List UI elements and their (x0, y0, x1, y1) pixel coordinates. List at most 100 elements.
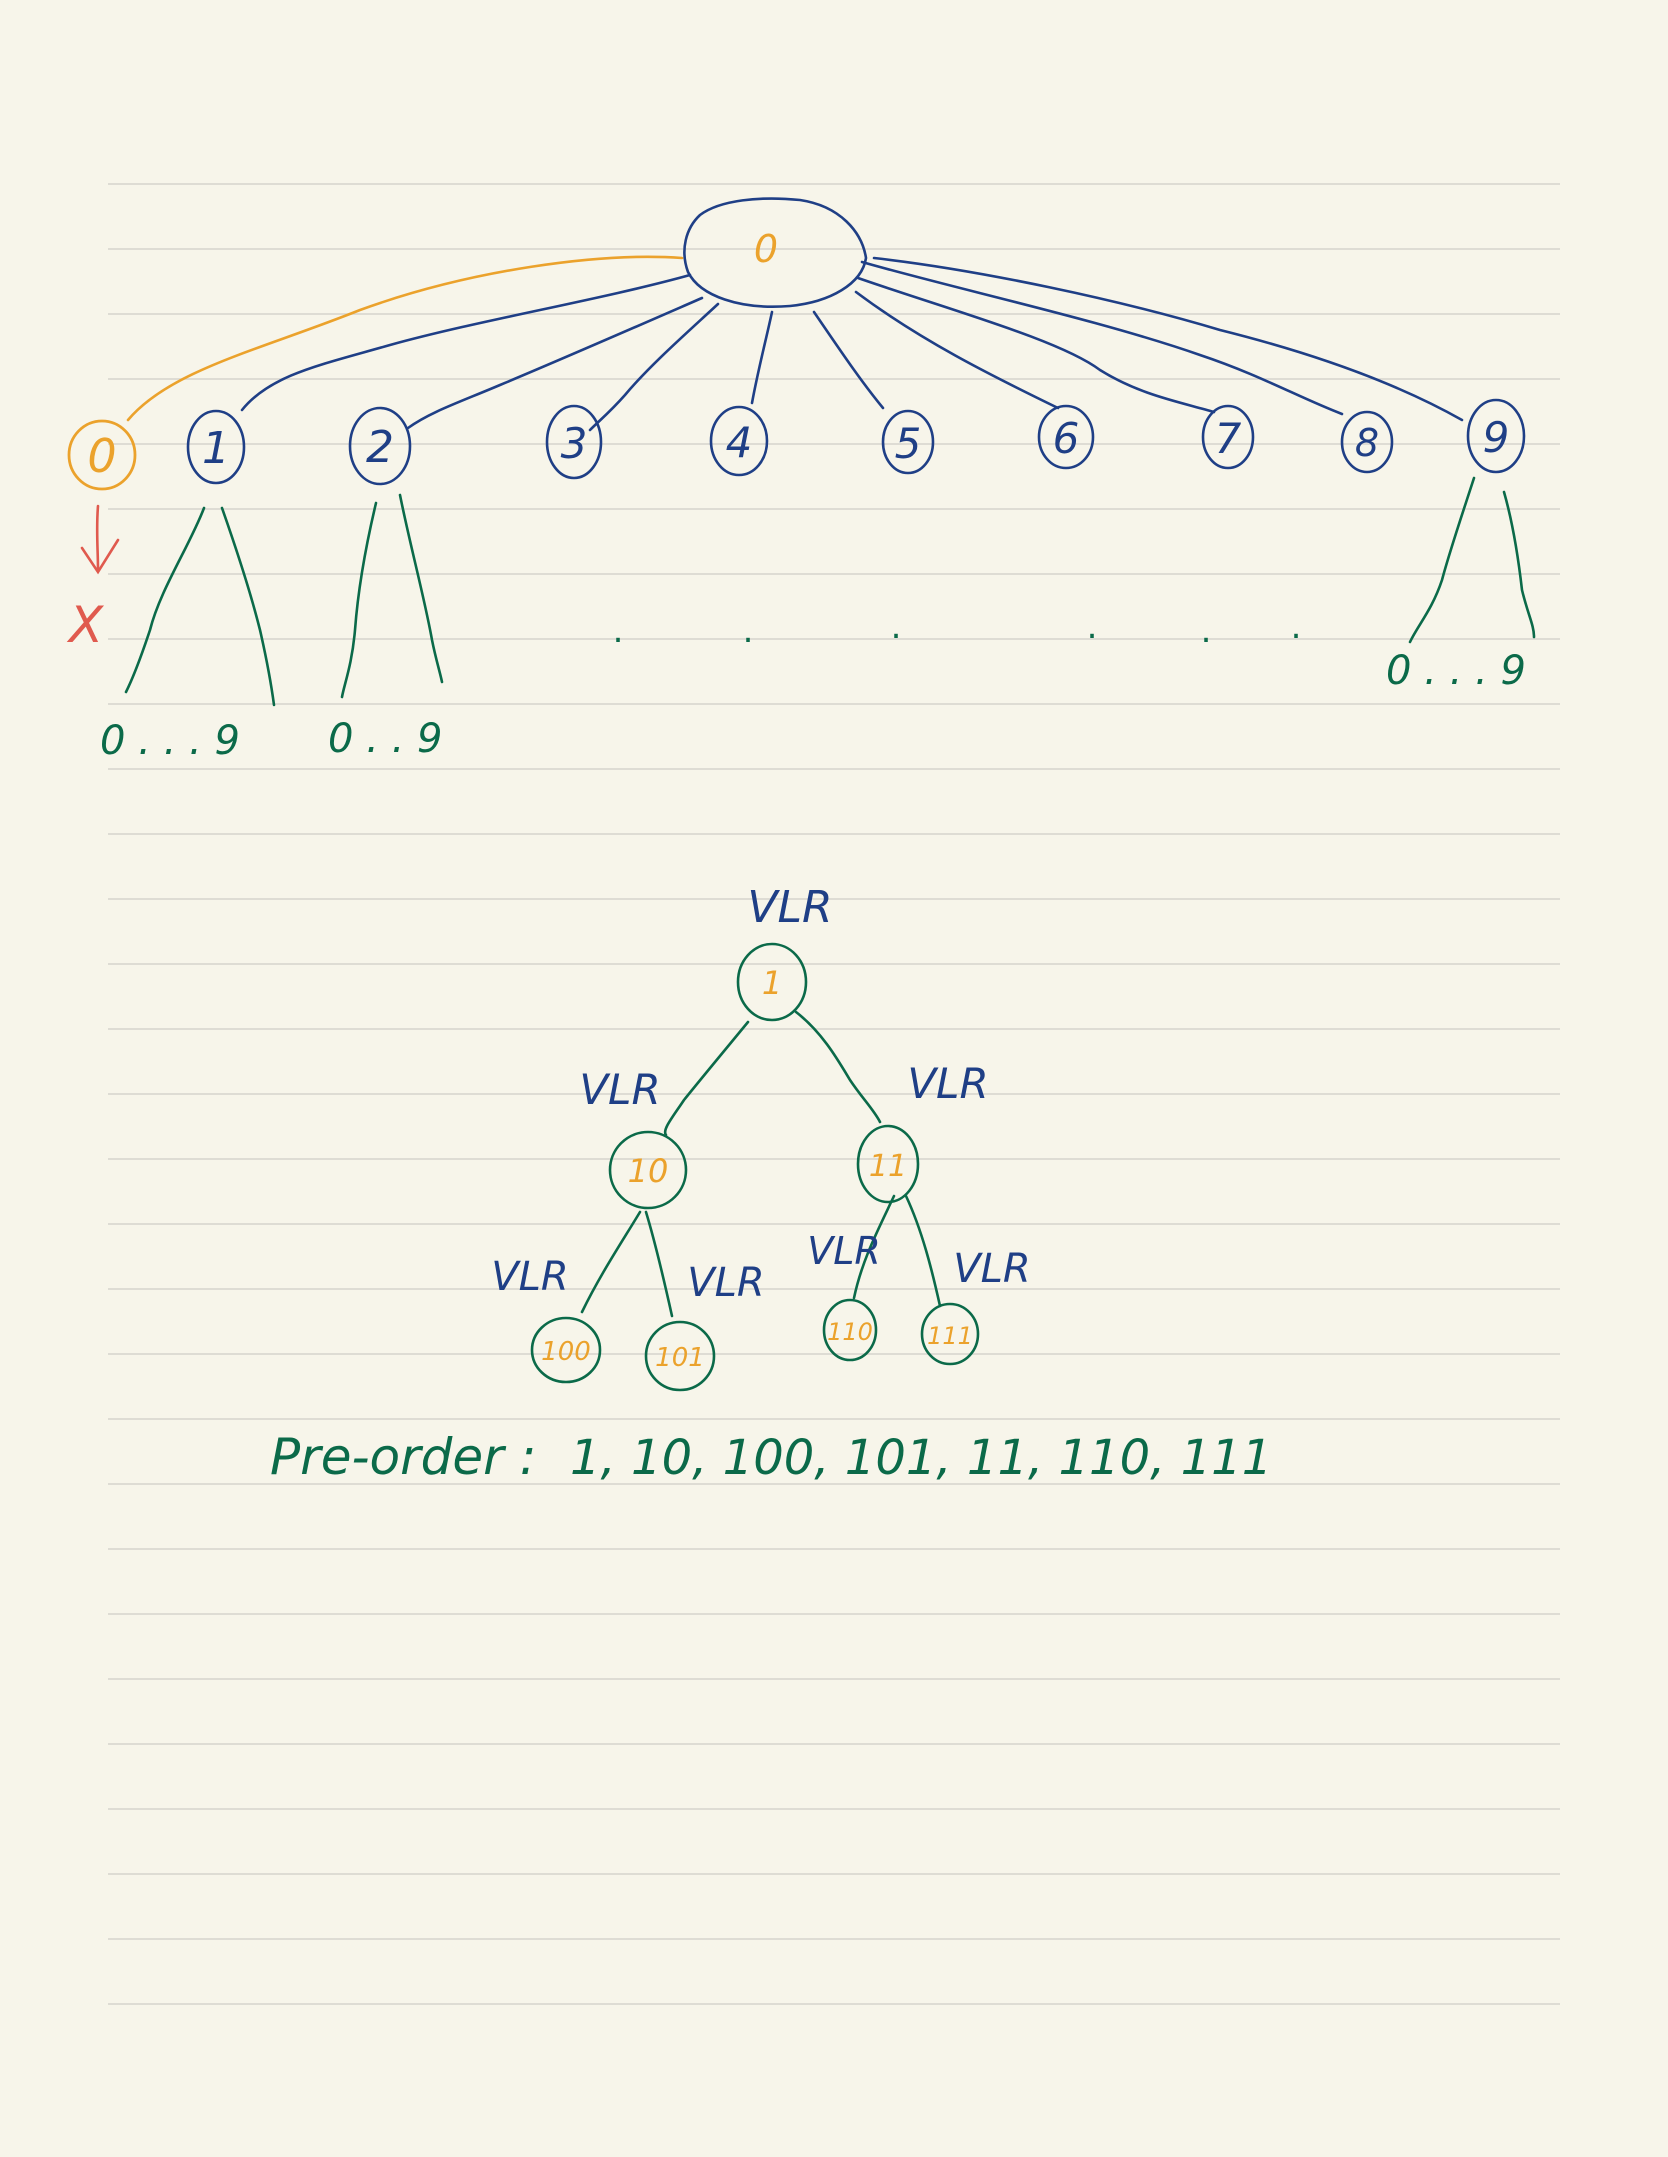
child-node-2-outline (348, 406, 412, 486)
binary-tree-nodes: 1 10 11 100 101 110 111 (530, 942, 980, 1392)
pruned-branch: X (66, 504, 120, 654)
edge-1-to-9 (220, 506, 276, 707)
btree-node-110: 110 (822, 1298, 878, 1362)
btree-node-101: 101 (644, 1320, 716, 1392)
btree-node-1: 1 (736, 942, 808, 1022)
edge-root-to-0 (126, 255, 684, 422)
leaf-range-under-2: 0 . . 9 (328, 716, 442, 762)
root-node: 0 (683, 197, 868, 308)
child-node-4: 4 (709, 405, 769, 477)
child-node-7-outline (1201, 404, 1255, 470)
edge-11-to-111 (904, 1194, 942, 1308)
btree-node-10-label: 10 (628, 1152, 669, 1190)
child-node-9: 9 (1466, 398, 1526, 474)
child-node-9-label: 9 (1483, 413, 1510, 462)
btree-node-11-label: 11 (869, 1149, 907, 1184)
vlr-label-node-111: VLR (953, 1246, 1030, 1292)
edge-2-to-9 (398, 493, 444, 684)
btree-node-101-label: 101 (655, 1343, 705, 1373)
child-node-3-outline (545, 404, 603, 480)
ellipsis-dot: . (1087, 607, 1098, 647)
vlr-label-node-1: VLR (747, 882, 832, 933)
child-node-3: 3 (545, 404, 603, 480)
edge-9-to-9 (1502, 490, 1536, 639)
leaf-range-under-1: 0 . . . 9 (100, 718, 240, 764)
pruned-marker: X (66, 596, 105, 654)
btree-node-1-outline (736, 942, 808, 1022)
child-node-0-outline (67, 419, 137, 491)
edge-2-to-0 (340, 501, 378, 699)
edge-1-to-10 (663, 1020, 750, 1137)
child-node-7: 7 (1201, 404, 1255, 470)
btree-node-10: 10 (608, 1130, 688, 1210)
child-node-1-label: 1 (202, 423, 230, 474)
ellipsis-dot: . (743, 611, 754, 651)
btree-node-1-label: 1 (762, 964, 782, 1002)
child-node-0-label: 0 (87, 429, 116, 483)
edge-root-to-2 (406, 296, 704, 430)
preorder-line: Pre-order : 1, 10, 100, 101, 11, 110, 11… (270, 1428, 1272, 1486)
edge-10-to-101 (644, 1210, 674, 1318)
vlr-label-node-110: VLR (807, 1229, 881, 1273)
edge-10-to-100 (580, 1210, 642, 1314)
child-node-5-outline (881, 409, 935, 475)
child-node-6: 6 (1037, 404, 1095, 470)
child-node-8-label: 8 (1355, 421, 1379, 465)
edge-root-to-1 (240, 273, 692, 412)
leaf-ranges: 0 . . . 9 0 . . 9 0 . . . 9 (100, 648, 1526, 764)
child-node-6-outline (1037, 404, 1095, 470)
btree-node-100-outline (530, 1316, 602, 1384)
root-node-label: 0 (754, 227, 778, 271)
btree-node-101-outline (644, 1320, 716, 1392)
down-arrow-icon (95, 504, 100, 572)
child-node-0: 0 (67, 419, 137, 491)
child-node-8: 8 (1340, 410, 1394, 474)
ellipsis-dot: . (1201, 611, 1212, 651)
vlr-label-node-101: VLR (687, 1260, 764, 1306)
btree-node-10-outline (608, 1130, 688, 1210)
child-node-5: 5 (881, 409, 935, 475)
child-node-2: 2 (348, 406, 412, 486)
child-node-1: 1 (186, 409, 246, 485)
ellipsis-dot: . (891, 607, 902, 647)
preorder-sequence: 1, 10, 100, 101, 11, 110, 111 (570, 1430, 1272, 1486)
child-node-4-label: 4 (726, 418, 753, 467)
btree-node-111: 111 (920, 1302, 980, 1366)
edge-11-to-110 (852, 1194, 896, 1300)
edge-1-to-0 (124, 506, 206, 694)
child-node-5-label: 5 (895, 419, 922, 468)
edge-root-to-7 (856, 276, 1216, 414)
child-node-8-outline (1340, 410, 1394, 474)
vlr-labels: VLR VLR VLR VLR VLR VLR VLR (491, 882, 1030, 1306)
edge-1-to-11 (794, 1010, 882, 1124)
btree-node-100: 100 (530, 1316, 602, 1384)
leaf-edges (124, 476, 1536, 707)
ellipsis-dots: . . . . . . (613, 607, 1302, 651)
child-node-9-outline (1466, 398, 1526, 474)
child-node-2-label: 2 (366, 422, 394, 473)
edge-root-to-6 (854, 290, 1060, 410)
child-node-7-label: 7 (1215, 414, 1242, 463)
arrowhead-icon (80, 538, 120, 575)
child-node-6-label: 6 (1053, 414, 1080, 463)
edge-root-to-9 (872, 256, 1464, 422)
edge-root-to-5 (812, 310, 885, 410)
leaf-range-under-9: 0 . . . 9 (1386, 648, 1526, 694)
child-nodes: 0 1 2 3 4 5 6 7 (67, 398, 1526, 491)
vlr-label-node-100: VLR (491, 1254, 568, 1300)
vlr-label-node-10: VLR (579, 1065, 660, 1114)
edge-root-to-8 (860, 260, 1344, 416)
child-node-4-outline (709, 405, 769, 477)
btree-node-11: 11 (856, 1124, 920, 1204)
binary-tree-edges (580, 1010, 942, 1318)
child-node-3-label: 3 (561, 419, 588, 468)
preorder-label: Pre-order : (270, 1428, 536, 1486)
ellipsis-dot: . (613, 611, 624, 651)
btree-node-11-outline (856, 1124, 920, 1204)
btree-node-111-label: 111 (927, 1322, 973, 1350)
edge-root-to-4 (750, 310, 774, 405)
ellipsis-dot: . (1291, 607, 1302, 647)
btree-node-100-label: 100 (541, 1337, 591, 1367)
